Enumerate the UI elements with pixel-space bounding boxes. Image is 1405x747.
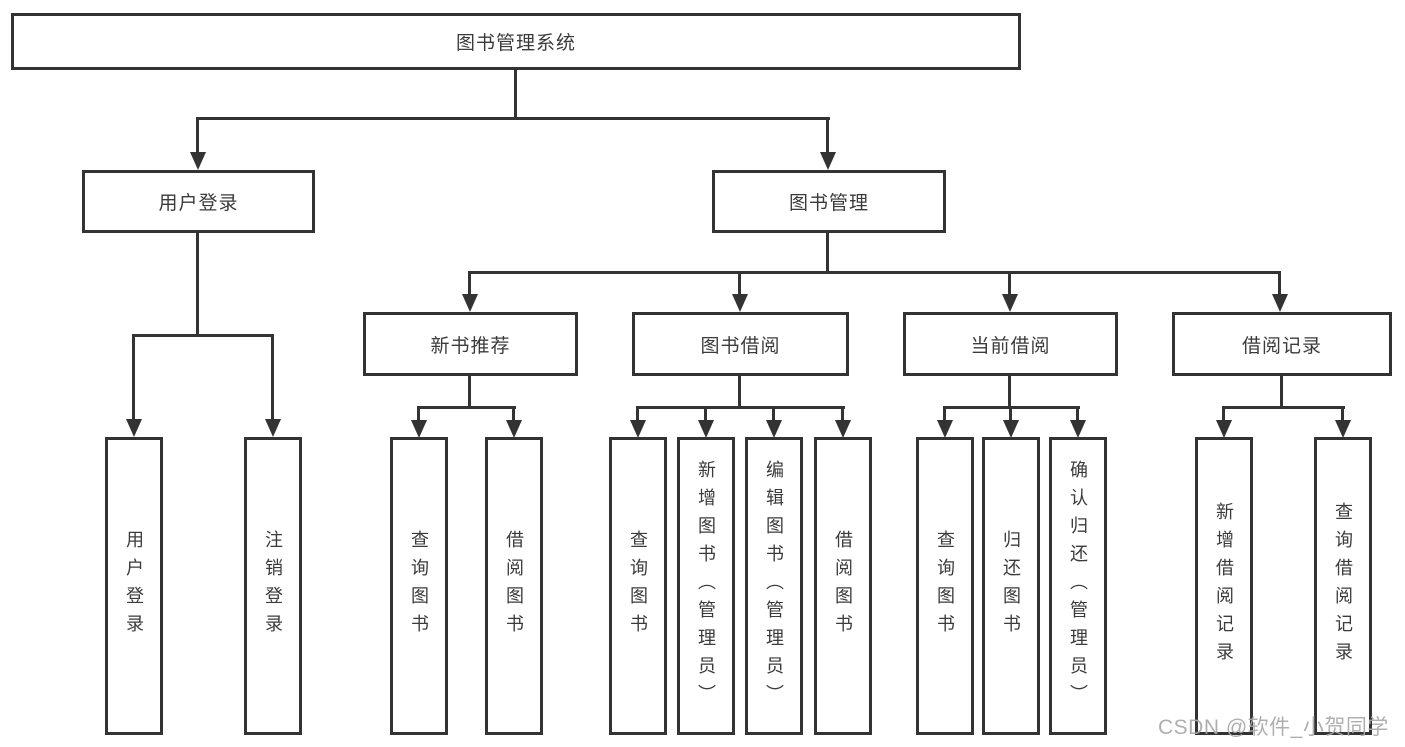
node-user-login: 用户登录 [82,170,315,233]
leaf-add-books-admin: 新增图书（管理员） [677,437,735,735]
arrow-down-icon [732,294,748,312]
connector-line [826,233,829,272]
leaf-label: 归还图书 [1001,530,1021,642]
leaf-label: 借阅图书 [833,530,853,642]
connector-line [196,117,199,153]
leaf-label: 查询借阅记录 [1333,502,1353,670]
arrow-down-icon [265,419,281,437]
leaf-return-books: 归还图书 [982,437,1040,735]
connector-line [196,117,830,120]
connector-line [468,376,471,406]
connector-line [132,334,135,420]
node-label: 当前借阅 [970,335,1051,357]
leaf-label: 查询图书 [935,530,955,642]
connector-line [1076,406,1079,421]
arrow-down-icon [126,419,142,437]
connector-line [1009,406,1012,421]
connector-line [841,406,844,421]
connector-line [1222,406,1345,409]
connector-line [514,70,517,117]
leaf-borrow-books-borrowing: 借阅图书 [814,437,872,735]
leaf-logout-login: 注销登录 [244,437,302,735]
leaf-label: 查询图书 [628,530,648,642]
connector-line [636,406,639,421]
connector-line [636,406,845,409]
node-label: 图书管理 [788,193,869,214]
connector-line [1280,376,1283,406]
leaf-label: 新增图书（管理员） [696,460,716,712]
connector-line [772,406,775,421]
leaf-query-books-current: 查询图书 [916,437,974,735]
node-new-book-recommendation: 新书推荐 [363,312,578,376]
leaf-label: 编辑图书（管理员） [764,460,784,712]
leaf-edit-books-admin: 编辑图书（管理员） [745,437,803,735]
connector-line [417,406,420,421]
arrow-down-icon [411,420,427,438]
connector-line [1341,406,1344,421]
connector-line [512,406,515,421]
connector-line [468,271,471,296]
arrow-down-icon [1002,294,1018,312]
node-label: 借阅记录 [1241,335,1322,357]
connector-line [1008,271,1011,296]
node-label: 图书借阅 [700,335,781,357]
connector-line [738,376,741,406]
connector-line [1278,271,1281,296]
leaf-confirm-return-admin: 确认归还（管理员） [1049,437,1107,735]
node-label: 图书管理系统 [455,33,576,54]
leaf-user-login: 用户登录 [105,437,163,735]
leaf-query-books-recommend: 查询图书 [390,437,448,735]
arrow-down-icon [1003,420,1019,438]
connector-line [132,334,274,337]
leaf-label: 注销登录 [263,530,283,642]
leaf-label: 借阅图书 [504,530,524,642]
leaf-borrow-books-recommend: 借阅图书 [485,437,543,735]
leaf-add-borrow-record: 新增借阅记录 [1195,437,1253,735]
connector-line [1222,406,1225,421]
connector-line [826,117,829,153]
node-book-borrowing: 图书借阅 [632,312,849,376]
arrow-down-icon [1335,420,1351,438]
connector-line [1008,376,1011,406]
arrow-down-icon [820,152,836,170]
connector-line [468,271,1281,274]
leaf-label: 新增借阅记录 [1214,502,1234,670]
arrow-down-icon [506,420,522,438]
arrow-down-icon [462,294,478,312]
leaf-label: 查询图书 [409,530,429,642]
arrow-down-icon [835,420,851,438]
node-label: 用户登录 [158,193,239,214]
leaf-label: 用户登录 [124,530,144,642]
arrow-down-icon [1272,294,1288,312]
node-borrowing-records: 借阅记录 [1172,312,1392,376]
arrow-down-icon [698,420,714,438]
node-book-management: 图书管理 [712,170,946,233]
arrow-down-icon [1216,420,1232,438]
connector-line [943,406,946,421]
node-library-management-system: 图书管理系统 [11,13,1021,70]
watermark: CSDN @软件_小贺同学 [1158,716,1389,739]
leaf-query-borrow-record: 查询借阅记录 [1314,437,1372,735]
connector-line [196,233,199,335]
connector-line [417,406,516,409]
arrow-down-icon [937,420,953,438]
leaf-label: 确认归还（管理员） [1068,460,1088,712]
connector-line [271,334,274,420]
arrow-down-icon [190,152,206,170]
node-label: 新书推荐 [430,335,511,357]
arrow-down-icon [766,420,782,438]
arrow-down-icon [630,420,646,438]
leaf-query-books-borrowing: 查询图书 [609,437,667,735]
connector-line [704,406,707,421]
connector-line [738,271,741,296]
arrow-down-icon [1070,420,1086,438]
node-current-borrowing: 当前借阅 [903,312,1118,376]
